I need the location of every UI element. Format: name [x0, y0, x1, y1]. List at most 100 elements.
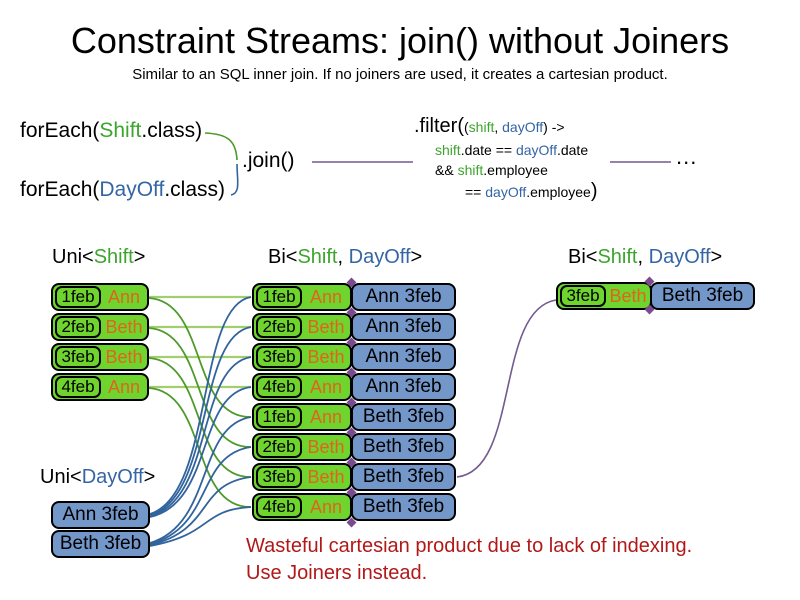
page-title: Constraint Streams: join() without Joine… — [70, 20, 730, 61]
wire-shift2-row6 — [148, 327, 252, 448]
result-row-dayoff: Beth 3feb — [650, 282, 755, 310]
page-subtitle: Similar to an SQL inner join. If no join… — [132, 66, 668, 83]
shift-employee: Beth — [105, 346, 143, 367]
header-text: Uni< — [40, 466, 82, 488]
shift-type-token: Shift — [297, 246, 338, 268]
shift-arg-token: shift — [468, 119, 495, 135]
bi-row-shift: 2feb Beth — [252, 433, 352, 461]
code-foreach-shift: forEach(Shift.class) — [20, 119, 202, 143]
code-filter-line2: shift.date == dayOff.date — [435, 142, 588, 159]
shift-token: shift — [435, 142, 461, 158]
shift-employee: Ann — [107, 376, 141, 397]
code-text: .date == — [460, 142, 516, 158]
wire-beth-row6 — [149, 446, 252, 545]
connector-diamond — [346, 277, 357, 288]
connector-diamond — [644, 304, 655, 315]
paren-open: ( — [464, 119, 469, 135]
dayoff-class-token: DayOff — [99, 178, 165, 201]
bi-row-shift: 1feb Ann — [252, 283, 352, 311]
bi-row-dayoff: Beth 3feb — [351, 403, 456, 431]
shift-date: 3feb — [256, 346, 302, 368]
shift-date: 1feb — [256, 406, 302, 428]
header-uni-shift: Uni<Shift> — [52, 246, 145, 268]
shift-date: 2feb — [55, 316, 101, 338]
shift-row: 2feb Beth — [51, 313, 149, 341]
wire-filter-result — [456, 299, 557, 478]
shift-employee: Beth — [307, 466, 345, 487]
connector-diamond — [346, 367, 357, 378]
bi-row-shift: 4feb Ann — [252, 373, 352, 401]
arrow: ) -> — [543, 119, 565, 135]
shift-date: 4feb — [256, 376, 302, 398]
connector-diamond — [644, 276, 655, 287]
shift-date: 1feb — [55, 286, 101, 308]
code-text: .employee — [483, 162, 548, 178]
header-text: , — [337, 246, 349, 268]
dayoff-token: dayOff — [485, 184, 527, 200]
filter-open: .filter( — [414, 115, 464, 137]
eq-operator: == — [465, 184, 486, 200]
code-text: .class) — [164, 178, 226, 201]
shift-row: 1feb Ann — [51, 283, 149, 311]
wire-ann-row2 — [149, 326, 252, 516]
wire-beth-row8 — [149, 506, 252, 547]
bi-row-dayoff: Ann 3feb — [351, 373, 456, 401]
shift-date: 2feb — [256, 316, 302, 338]
bi-row-dayoff: Ann 3feb — [351, 343, 456, 371]
connector-diamond — [346, 397, 357, 408]
header-text: , — [637, 246, 649, 268]
shift-employee: Beth — [307, 316, 345, 337]
connector-diamond — [346, 427, 357, 438]
shift-employee: Beth — [307, 346, 345, 367]
header-text: > — [143, 466, 156, 488]
shift-class-token: Shift — [99, 119, 142, 142]
comma: , — [494, 119, 503, 135]
code-foreach-dayoff: forEach(DayOff.class) — [20, 178, 225, 202]
shift-employee: Ann — [309, 406, 343, 427]
header-bi-right: Bi<Shift, DayOff> — [568, 246, 722, 268]
bi-row-shift: 3feb Beth — [252, 463, 352, 491]
shift-employee: Beth — [609, 285, 647, 306]
bi-row-dayoff: Ann 3feb — [351, 283, 456, 311]
shift-employee: Ann — [107, 286, 141, 307]
wires-shift-straight — [149, 295, 251, 389]
connector-diamond — [346, 487, 357, 498]
shift-date: 3feb — [256, 466, 302, 488]
wire-foreach-dayoff-join — [230, 163, 239, 196]
dayoff-row: Ann 3feb — [51, 501, 150, 529]
shift-date: 3feb — [560, 285, 606, 307]
shift-date: 4feb — [55, 376, 101, 398]
wire-foreach-shift-join — [204, 132, 238, 161]
wire-ann-row3 — [149, 356, 252, 517]
bi-row-dayoff: Beth 3feb — [351, 493, 456, 521]
result-row-shift: 3feb Beth — [556, 282, 652, 310]
bi-row-shift: 3feb Beth — [252, 343, 352, 371]
header-text: > — [133, 246, 146, 268]
shift-date: 3feb — [55, 346, 101, 368]
bi-row-dayoff: Beth 3feb — [351, 463, 456, 491]
shift-type-token: Shift — [93, 246, 134, 268]
header-text: > — [710, 246, 723, 268]
code-text: .date — [556, 142, 589, 158]
connector-diamond — [346, 307, 357, 318]
connector-diamond — [346, 517, 357, 528]
wire-shift1-row5 — [148, 297, 252, 418]
wire-ann-row1 — [149, 296, 252, 515]
bi-row-shift: 4feb Ann — [252, 493, 352, 521]
shift-date: 2feb — [256, 436, 302, 458]
header-uni-dayoff: Uni<DayOff> — [40, 466, 155, 488]
wire-beth-row7 — [149, 476, 252, 546]
warning-line1: Wasteful cartesian product due to lack o… — [246, 535, 693, 557]
bi-row-dayoff: Beth 3feb — [351, 433, 456, 461]
bi-row-shift: 1feb Ann — [252, 403, 352, 431]
dayoff-type-token: DayOff — [348, 246, 411, 268]
shift-employee: Beth — [105, 316, 143, 337]
header-bi-middle: Bi<Shift, DayOff> — [268, 246, 422, 268]
shift-token: shift — [457, 162, 484, 178]
connector-diamond — [346, 457, 357, 468]
shift-employee: Beth — [307, 436, 345, 457]
shift-employee: Ann — [309, 286, 343, 307]
